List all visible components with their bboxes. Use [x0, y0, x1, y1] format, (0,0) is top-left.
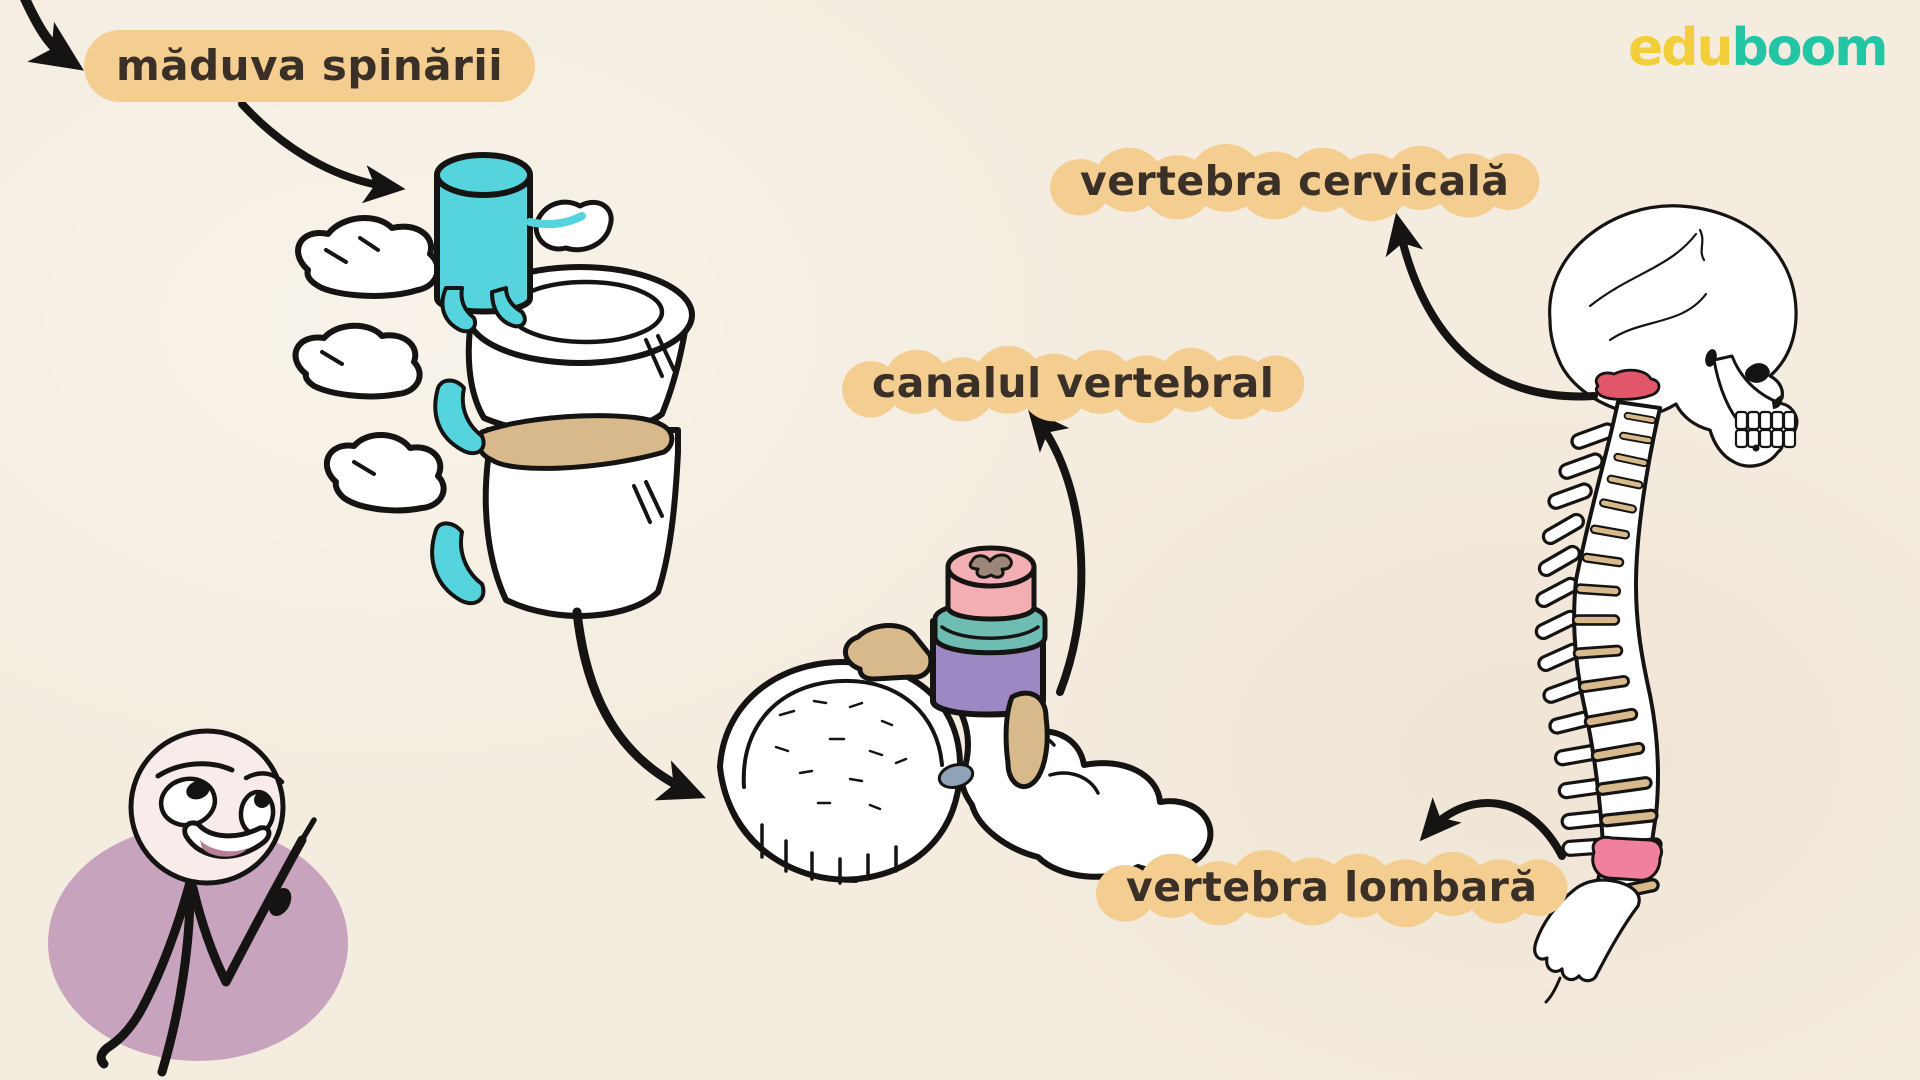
label-vertebra-cervicala: vertebra cervicală	[1049, 144, 1540, 222]
label-canalul-vertebral-text: canalul vertebral	[872, 359, 1275, 407]
nerve-root	[430, 521, 486, 606]
skull	[1548, 204, 1799, 468]
label-highlight-scallop	[1096, 850, 1568, 928]
label-maduva-spinarii: măduva spinării	[84, 30, 536, 103]
teeth	[1734, 410, 1797, 449]
logo-edu-part: edu	[1628, 18, 1734, 78]
nerve-root	[433, 378, 486, 456]
eduboom-logo: eduboom	[1628, 18, 1889, 78]
logo-boom-part: boom	[1731, 18, 1889, 78]
label-highlight-scallop	[1049, 144, 1540, 222]
label-vertebra-lombara: vertebra lombară	[1096, 850, 1568, 928]
vertebrae-stack-illustration	[292, 152, 695, 619]
single-vertebra-illustration	[717, 545, 1214, 885]
cartoon-character	[48, 728, 348, 1077]
lumbar-vertebra-highlight	[1591, 835, 1664, 882]
arrow-to-maduva-label	[20, 0, 84, 71]
label-vertebra-lombara-text: vertebra lombară	[1126, 863, 1538, 911]
gray-matter-butterfly	[968, 553, 1013, 579]
character-hand	[268, 887, 292, 917]
skeleton-spine-illustration	[1532, 204, 1799, 1004]
label-canalul-vertebral: canalul vertebral	[842, 346, 1305, 424]
transverse-process	[843, 622, 934, 682]
transverse-process	[1003, 690, 1050, 789]
label-highlight-scallop	[842, 346, 1305, 424]
label-maduva-spinarii-text: măduva spinării	[116, 41, 504, 90]
cervical-vertebra-highlight	[1594, 368, 1661, 401]
spinal-cord-cylinder	[434, 172, 533, 315]
label-vertebra-cervicala-text: vertebra cervicală	[1080, 157, 1510, 205]
intervertebral-disc	[475, 413, 675, 471]
